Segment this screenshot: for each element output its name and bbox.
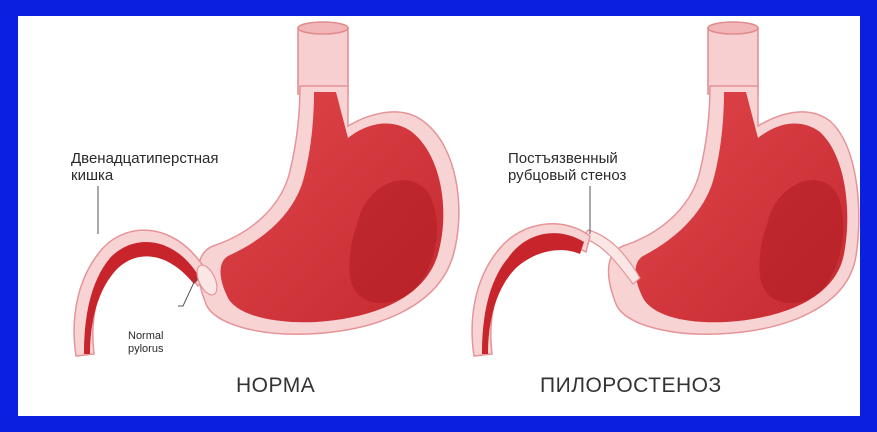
esophagus-right bbox=[708, 22, 758, 94]
esophagus-left bbox=[298, 22, 348, 94]
pylorus-label: Normal pylorus bbox=[128, 330, 163, 355]
pylorus-label-line2: pylorus bbox=[128, 343, 163, 356]
caption-stenosis: ПИЛОРОСТЕНОЗ bbox=[540, 374, 722, 398]
duodenum-label-line1: Двенадцатиперстная bbox=[71, 150, 218, 167]
stenosis-stomach bbox=[472, 22, 859, 356]
duodenum-label: Двенадцатиперстная кишка bbox=[71, 150, 218, 185]
diagram-frame: Двенадцатиперстная кишка Normal pylorus … bbox=[18, 16, 860, 416]
stenosis-label-line1: Постъязвенный bbox=[508, 150, 626, 167]
duodenum-label-line2: кишка bbox=[71, 167, 218, 184]
stomach-illustration bbox=[18, 16, 860, 416]
normal-stomach bbox=[74, 22, 459, 356]
stenosis-label-line2: рубцовый стеноз bbox=[508, 167, 626, 184]
pylorus-label-line1: Normal bbox=[128, 330, 163, 343]
caption-normal: НОРМА bbox=[236, 374, 315, 398]
stenosis-label: Постъязвенный рубцовый стеноз bbox=[508, 150, 626, 185]
